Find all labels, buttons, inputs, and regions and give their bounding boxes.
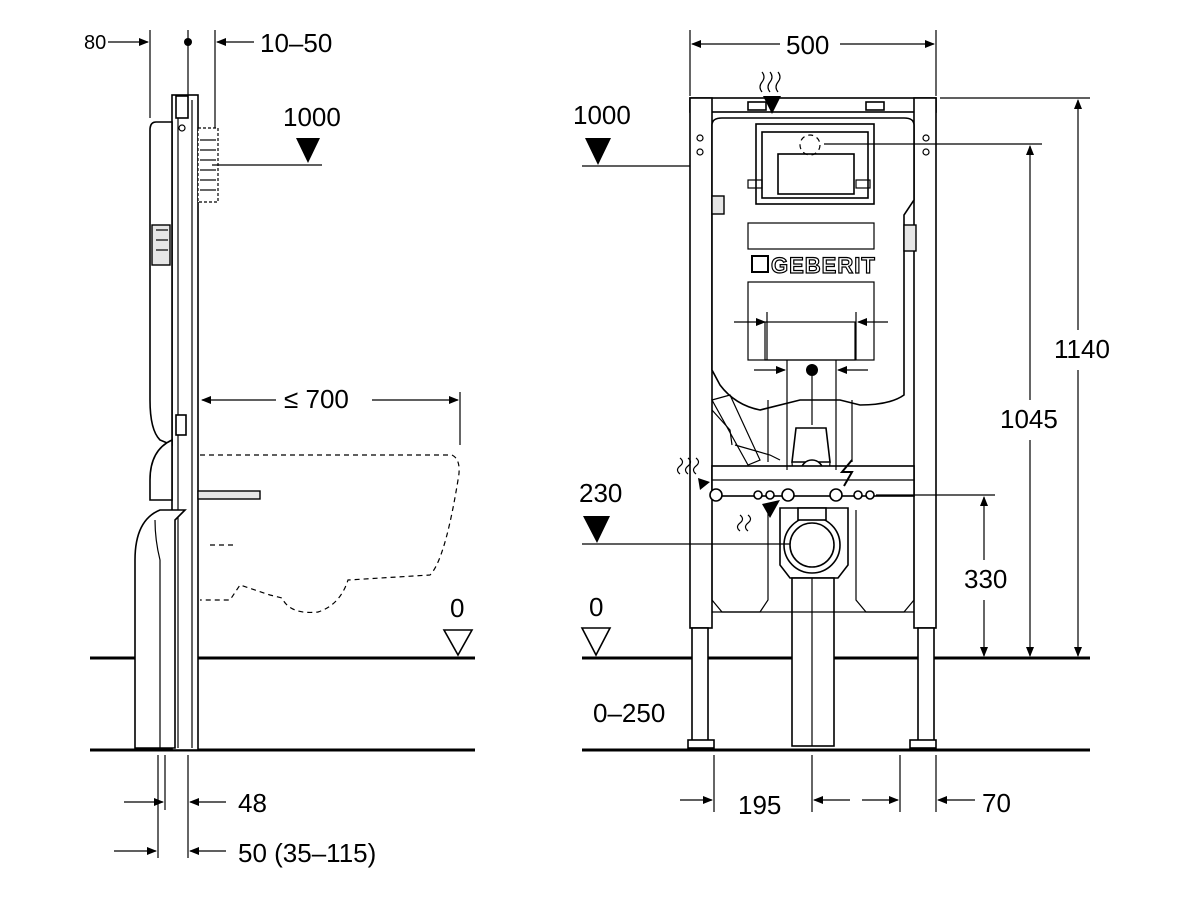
front-left-leg (691, 627, 709, 745)
dim-80-label: 80 (84, 32, 106, 54)
side-dim-1000-label: 1000 (283, 102, 341, 132)
side-threaded-rod (197, 490, 261, 500)
geberit-logo: GEBERIT (771, 253, 876, 278)
front-dim-1000-label: 1000 (573, 100, 631, 130)
front-right-leg (917, 627, 935, 745)
front-floor-zero-label: 0 (589, 592, 603, 622)
dim-1045-label: 1045 (1000, 404, 1058, 434)
front-crossbar (711, 465, 915, 497)
front-right-upright (913, 97, 937, 629)
dim-330-label: 330 (964, 564, 1007, 594)
dim-10-50-label: 10–50 (260, 28, 332, 58)
dim-700-label: ≤ 700 (284, 384, 349, 414)
dim-48-label: 48 (238, 788, 267, 818)
front-top-rail (689, 97, 937, 113)
front-flush-pipe (791, 427, 831, 463)
side-toilet-outline (200, 454, 460, 614)
dim-500-label: 500 (786, 30, 829, 60)
front-left-upright (689, 97, 713, 629)
side-cistern (149, 121, 173, 447)
dim-230-label: 230 (579, 478, 622, 508)
dim-1140-label: 1140 (1054, 334, 1110, 364)
front-drain-pipe (791, 577, 835, 747)
dim-50-label: 50 (35–115) (238, 838, 376, 868)
dim-195-label: 195 (738, 790, 781, 820)
front-view: GEBERIT (573, 30, 1110, 820)
side-floor-zero-label: 0 (450, 593, 464, 623)
geberit-logo-mark (751, 255, 769, 273)
side-view: 80 10–50 1000 ≤ 700 0 48 50 (35–115) (84, 28, 475, 868)
dim-0-250-label: 0–250 (593, 698, 665, 728)
dim-70-label: 70 (982, 788, 1011, 818)
